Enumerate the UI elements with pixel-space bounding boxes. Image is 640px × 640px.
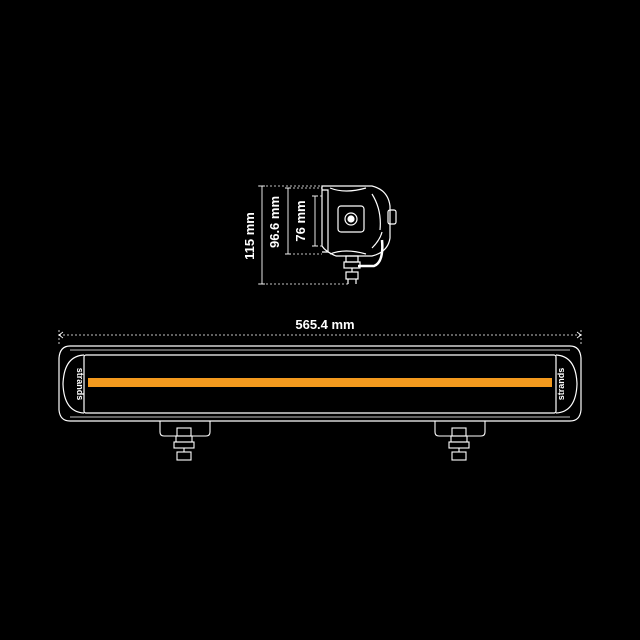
side-connector-hole [344,212,358,226]
side-housing [321,185,391,257]
bar-housing [58,345,582,422]
brand-logo-left: strands [75,368,85,401]
bar-lens-frame [83,354,557,414]
mount-bracket-right [434,421,486,461]
dim-label-76: 76 mm [293,200,308,241]
mount-bracket-left [159,421,211,461]
bar-amber-strip [88,378,552,387]
side-connector-square [337,205,365,233]
bar-end-cap-right [555,354,578,414]
side-mount-bolt [343,255,361,284]
side-lens-face [322,189,329,253]
front-view [58,345,582,422]
brand-logo-right: strands [556,368,566,401]
side-cable [358,239,384,268]
dim-label-length: 565.4 mm [295,317,354,332]
side-rear-knob [387,209,397,225]
dim-label-96: 96.6 mm [267,196,282,248]
side-view [258,185,397,285]
bar-end-cap-left [62,354,85,414]
length-dimension [58,330,582,346]
dim-label-115: 115 mm [242,212,257,260]
